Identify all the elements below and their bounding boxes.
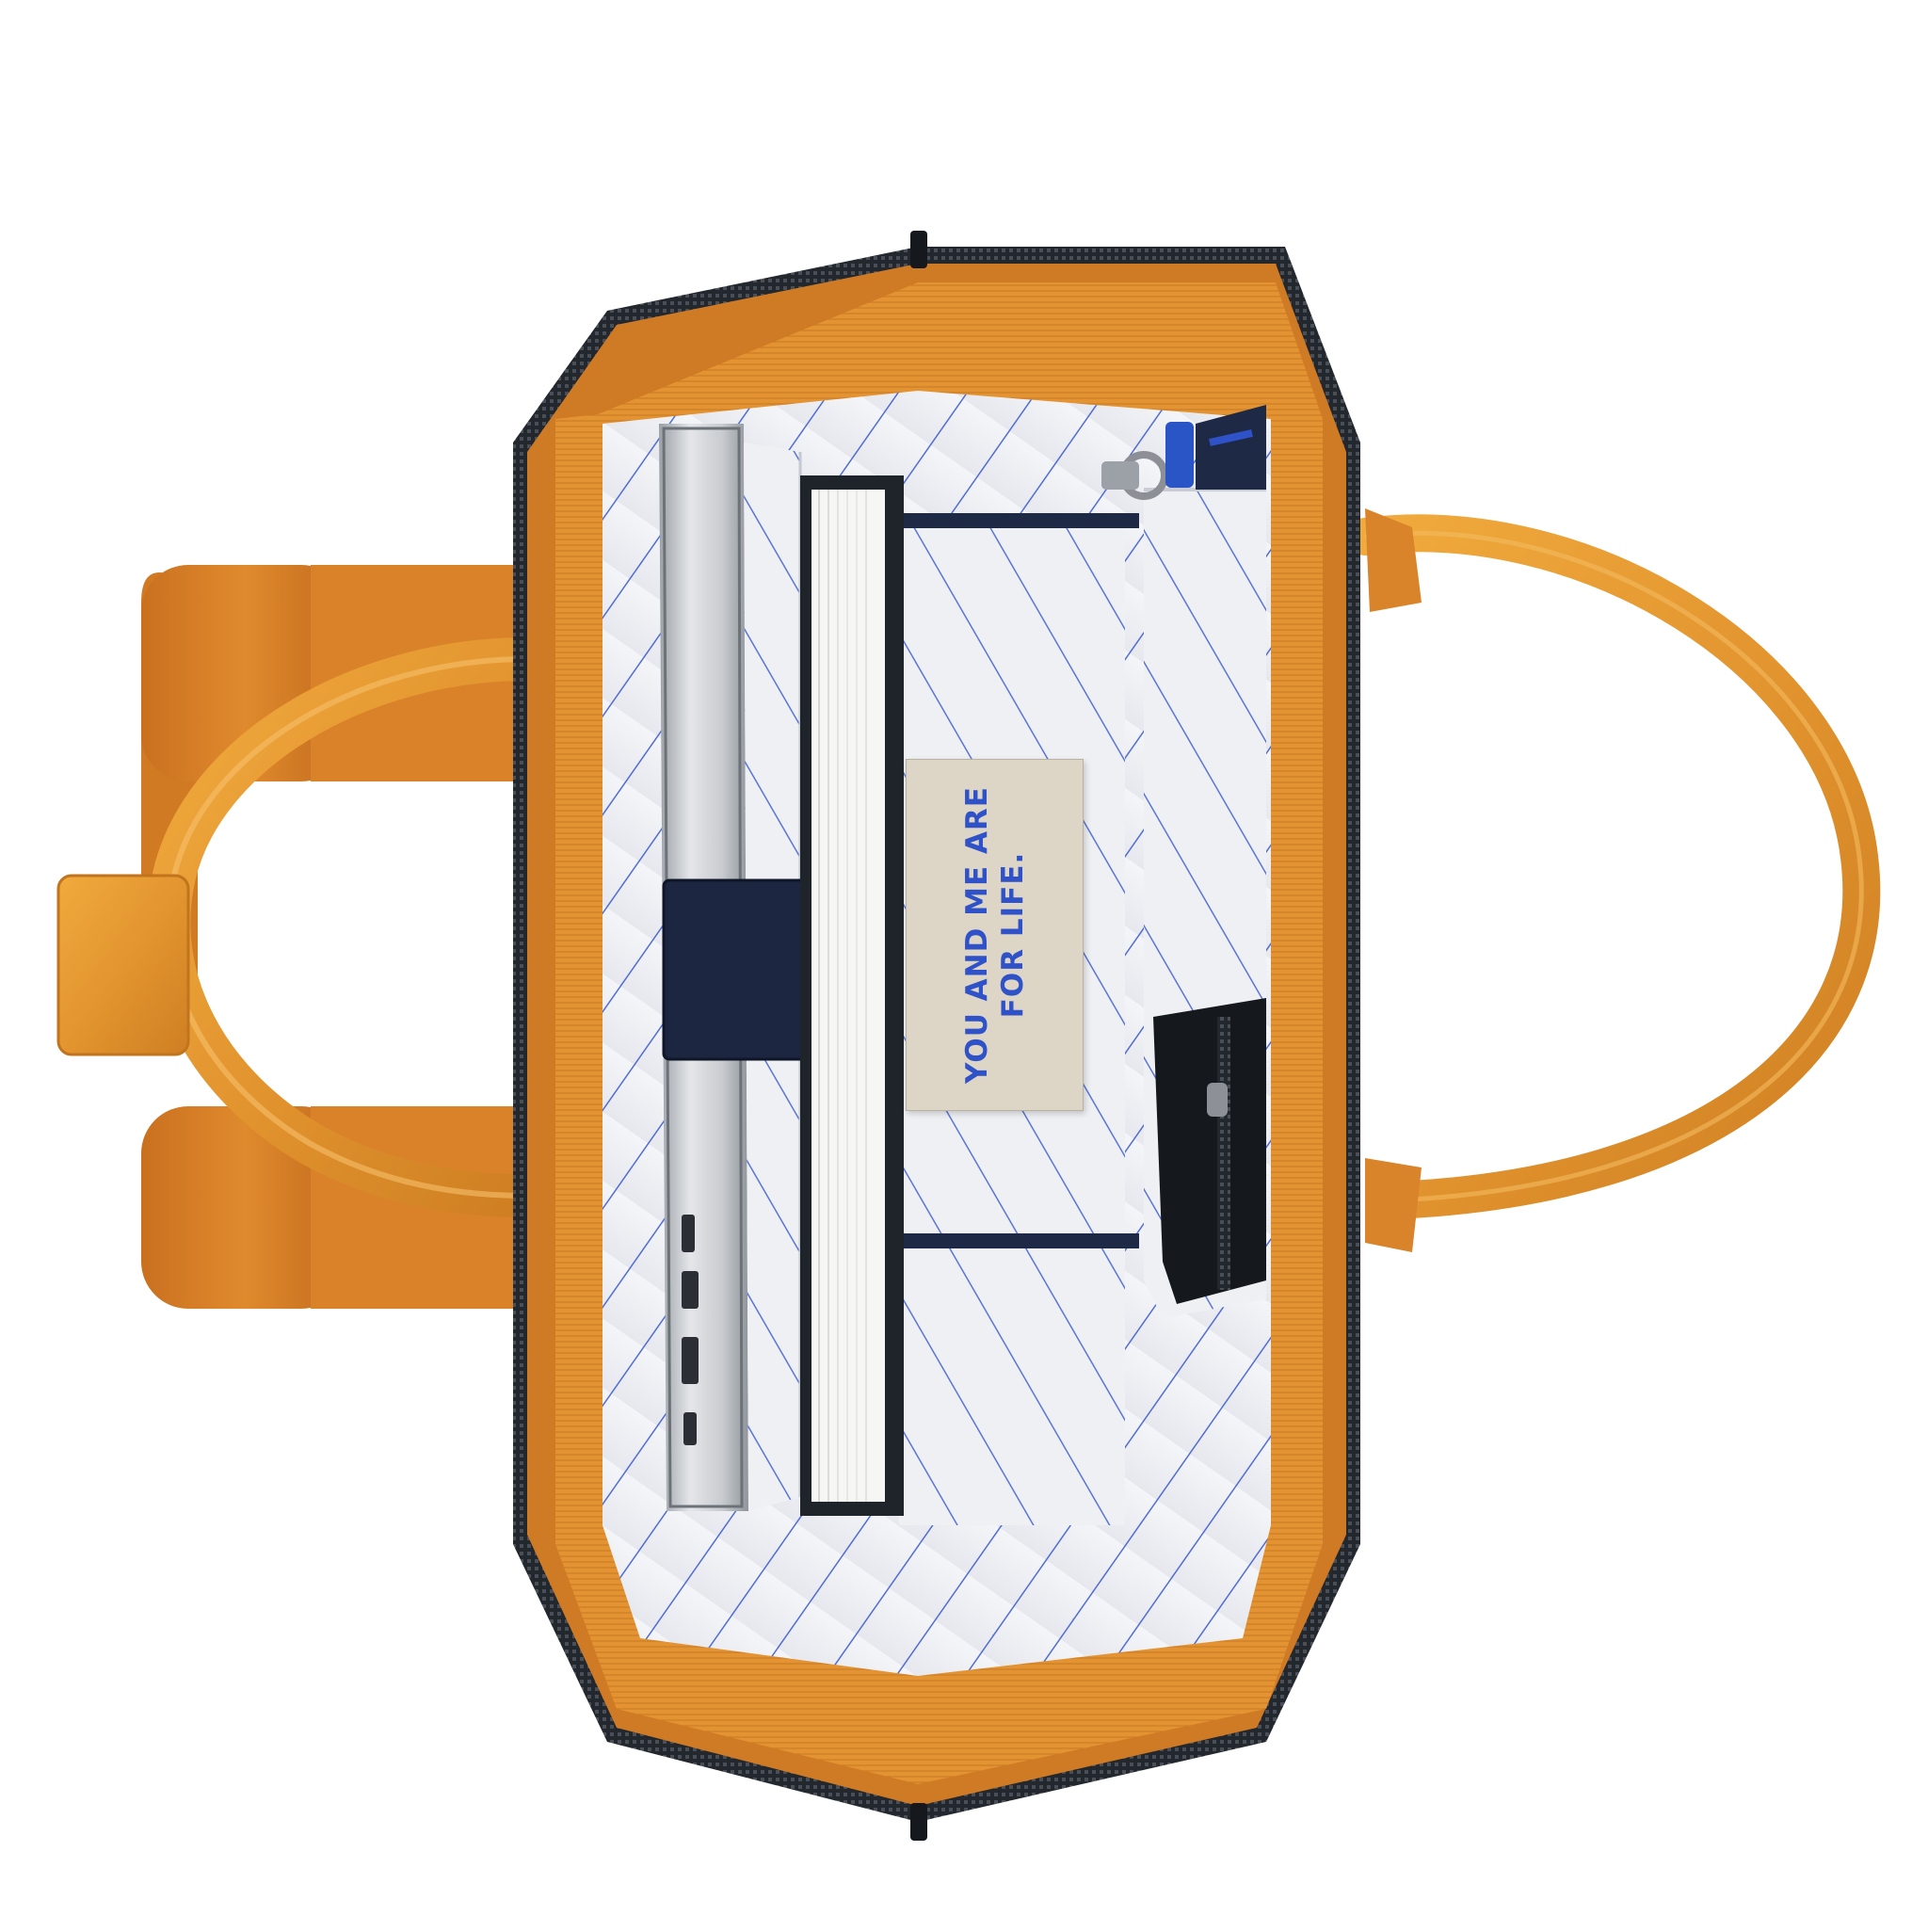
label-line-1: YOU AND ME ARE [959, 786, 994, 1084]
brand-label-patch: YOU AND ME ARE FOR LIFE. [906, 759, 1084, 1111]
left-handle [56, 637, 549, 1217]
label-text: YOU AND ME ARE FOR LIFE. [959, 775, 1031, 1095]
key-clip [1101, 405, 1266, 500]
pouch [1153, 998, 1266, 1304]
label-line-2: FOR LIFE. [995, 851, 1030, 1019]
notebook [800, 475, 904, 1516]
right-handle [1346, 508, 1881, 1252]
